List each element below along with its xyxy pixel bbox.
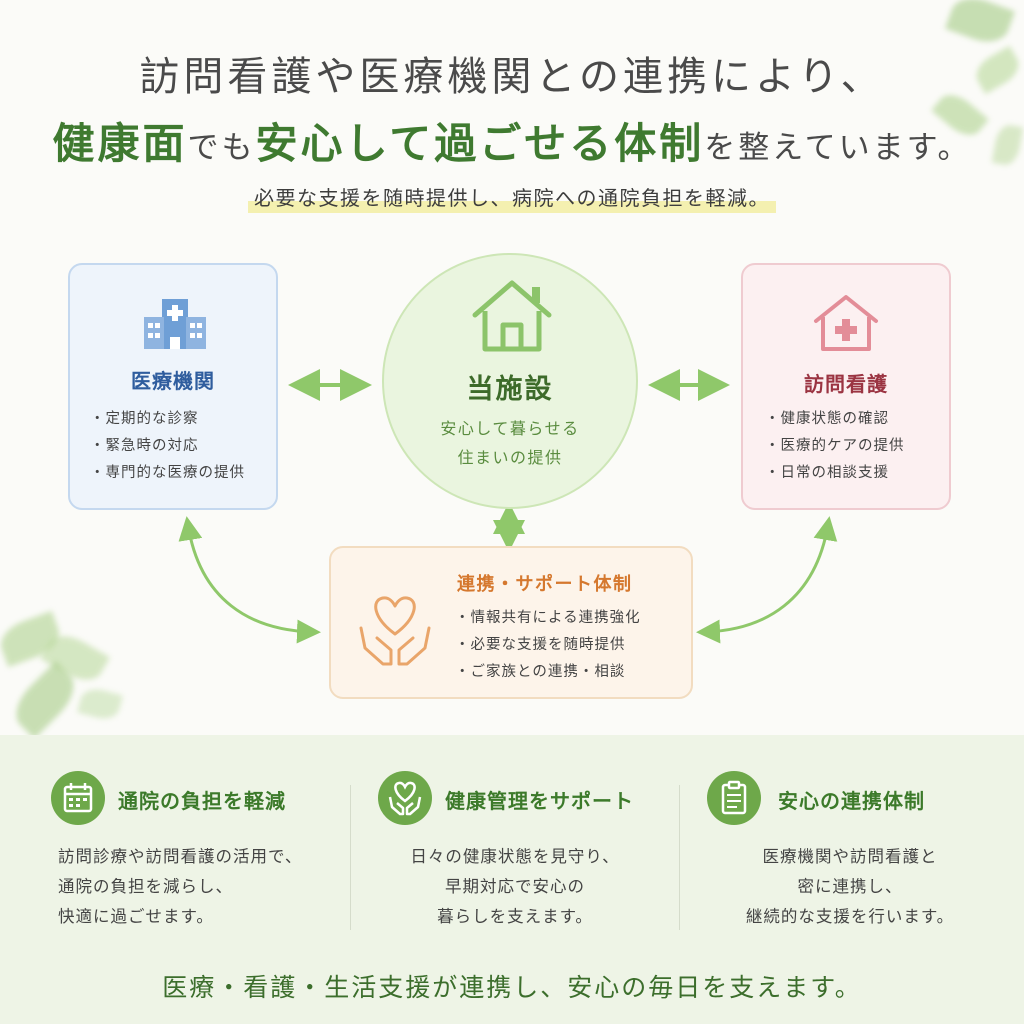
list-item: 緊急時の対応 [90, 433, 245, 460]
feature-text: 医療機関や訪問看護と 密に連携し、 継続的な支援を行います。 [690, 842, 1010, 932]
headline-line2: 健康面でも安心して過ごせる体制を整えています。 [0, 110, 1024, 171]
hands-heart-icon [359, 596, 431, 666]
list-item: 定期的な診察 [90, 406, 245, 433]
list-item: 情報共有による連携強化 [455, 605, 641, 632]
divider [679, 785, 680, 930]
feature-line: 訪問診療や訪問看護の活用で、 [58, 847, 303, 866]
features-band [0, 735, 1024, 1024]
calendar-icon [51, 771, 105, 825]
feature-text: 訪問診療や訪問看護の活用で、 通院の負担を減らし、 快適に過ごせます。 [58, 842, 302, 932]
divider [350, 785, 351, 930]
card-facility-line1: 安心して暮らせる [440, 419, 580, 438]
feature-title: 健康管理をサポート [445, 789, 634, 813]
footer-message: 医療・看護・生活支援が連携し、安心の毎日を支えます。 [162, 973, 862, 1002]
card-facility: 当施設 安心して暮らせる 住まいの提供 [382, 253, 638, 509]
list-item: 日常の相談支援 [765, 460, 905, 487]
connection-arrows [178, 369, 838, 644]
list-item: 健康状態の確認 [765, 406, 905, 433]
list-item: ご家族との連携・相談 [455, 659, 641, 686]
card-medical-title: 医療機関 [131, 369, 215, 393]
feature-line: 通院の負担を減らし、 [58, 877, 233, 896]
card-facility-line2: 住まいの提供 [457, 448, 563, 467]
feature-line: 継続的な支援を行います。 [745, 907, 955, 926]
card-nursing-list: 健康状態の確認 医療的ケアの提供 日常の相談支援 [765, 406, 905, 487]
arrow-medical-support [178, 516, 321, 644]
headline-text-1: でも [187, 130, 256, 166]
headline-emphasis-2: 安心して過ごせる体制 [255, 119, 705, 168]
card-support-title: 連携・サポート体制 [457, 574, 633, 595]
card-nursing: 訪問看護 健康状態の確認 医療的ケアの提供 日常の相談支援 [741, 263, 951, 510]
arrow-nursing-support [696, 516, 838, 644]
feature-line: 医療機関や訪問看護と [762, 847, 938, 866]
list-item: 医療的ケアの提供 [765, 433, 905, 460]
hands-heart-icon [378, 771, 432, 825]
card-medical-list: 定期的な診察 緊急時の対応 専門的な医療の提供 [90, 406, 245, 487]
feature-line: 早期対応で安心の [445, 877, 585, 896]
subheadline-text: 必要な支援を随時提供し、病院への通院負担を軽減。 [248, 182, 776, 213]
card-nursing-title: 訪問看護 [804, 372, 888, 396]
headline-emphasis-1: 健康面 [52, 119, 188, 168]
card-support-list: 情報共有による連携強化 必要な支援を随時提供 ご家族との連携・相談 [455, 605, 641, 686]
medical-house-icon [814, 295, 878, 351]
clipboard-icon [707, 771, 761, 825]
subheadline: 必要な支援を随時提供し、病院への通院負担を軽減。 [0, 182, 1024, 213]
feature-text: 日々の健康状態を見守り、 早期対応で安心の 暮らしを支えます。 [360, 842, 670, 932]
house-icon [472, 280, 552, 352]
list-item: 必要な支援を随時提供 [455, 632, 641, 659]
headline-line1: 訪問看護や医療機関との連携により、 [139, 54, 885, 100]
feature-line: 日々の健康状態を見守り、 [410, 847, 620, 866]
card-support: 連携・サポート体制 情報共有による連携強化 必要な支援を随時提供 ご家族との連携… [329, 546, 693, 699]
hospital-icon [144, 299, 206, 349]
feature-line: 快適に過ごせます。 [58, 907, 214, 926]
headline-text-2: を整えています。 [704, 130, 972, 166]
feature-title: 通院の負担を軽減 [118, 789, 286, 813]
feature-title: 安心の連携体制 [778, 789, 925, 813]
card-medical: 医療機関 定期的な診察 緊急時の対応 専門的な医療の提供 [68, 263, 278, 510]
feature-line: 暮らしを支えます。 [437, 907, 593, 926]
list-item: 専門的な医療の提供 [90, 460, 245, 487]
card-facility-title: 当施設 [466, 374, 554, 405]
feature-line: 密に連携し、 [797, 877, 903, 896]
